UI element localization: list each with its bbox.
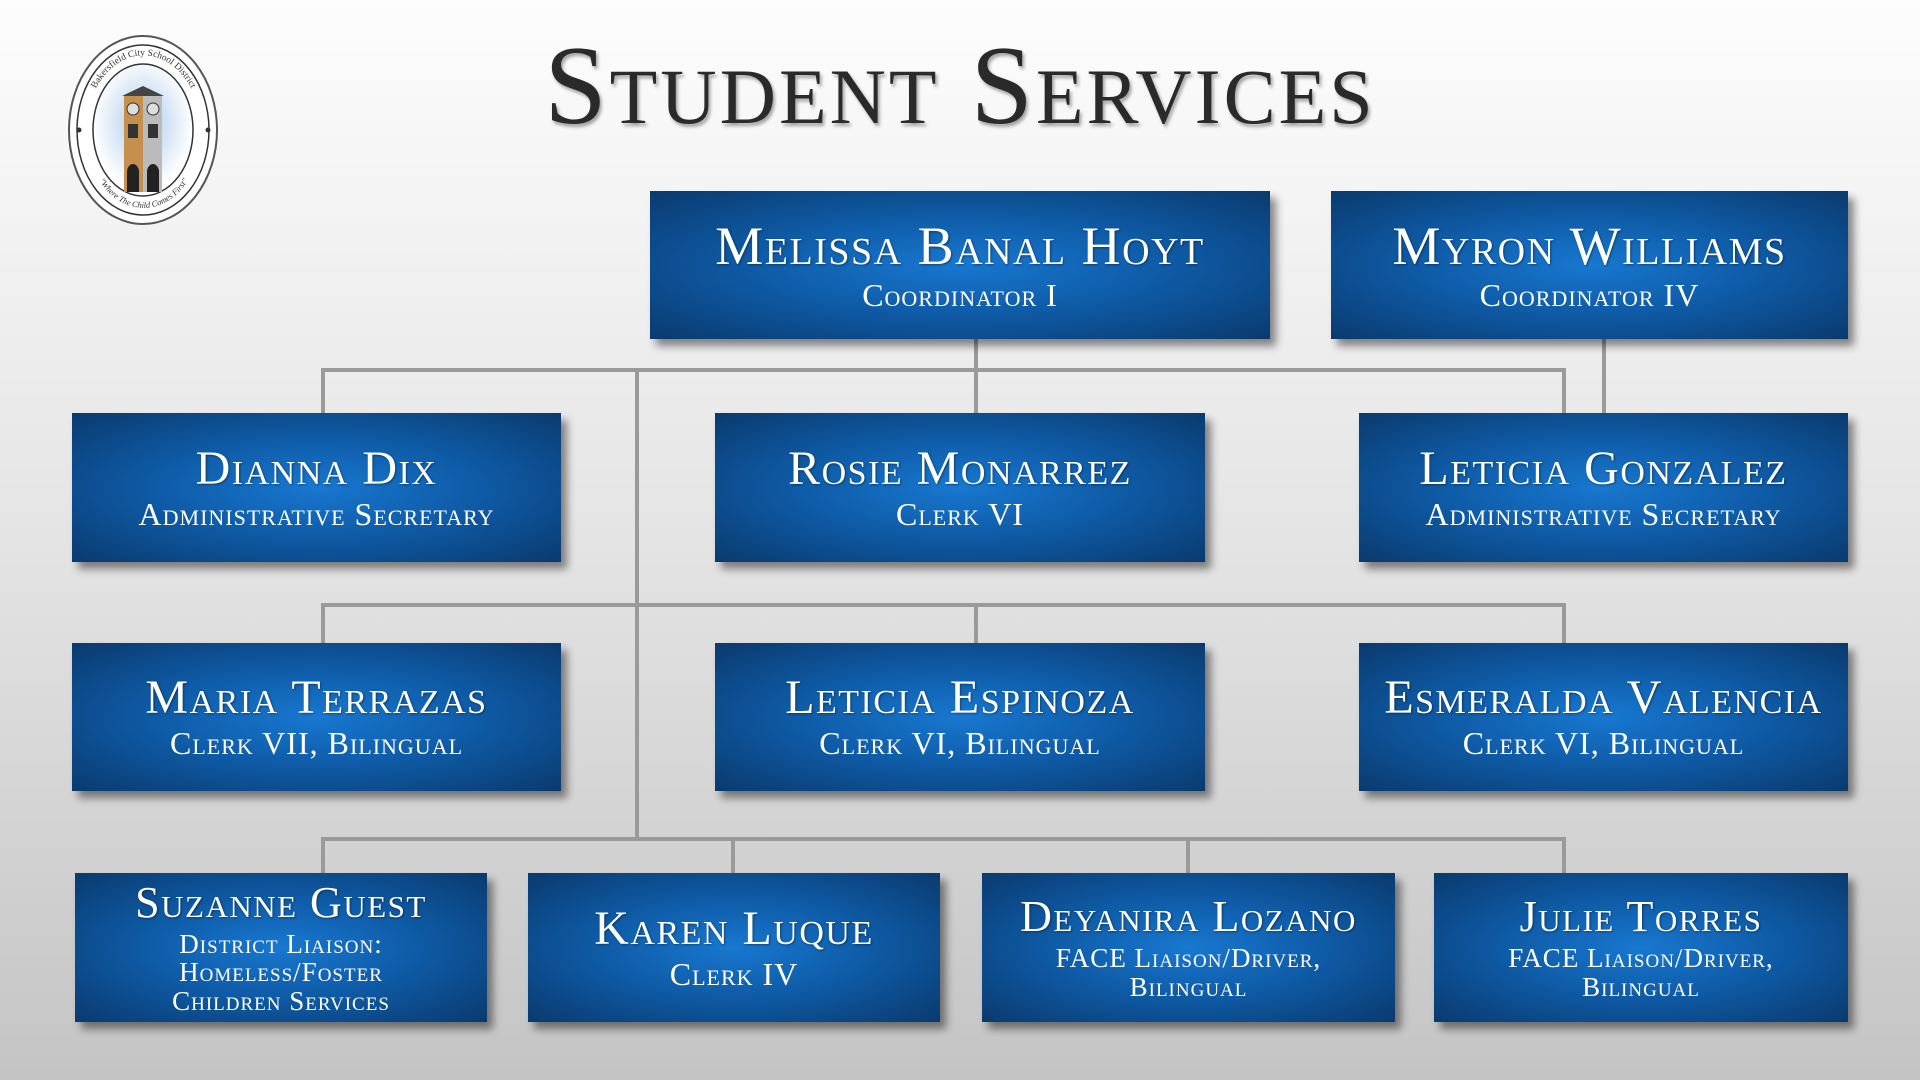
staff-card-leticia-espinoza: Leticia Espinoza Clerk VI, Bilingual [715, 643, 1205, 791]
staff-name: Leticia Gonzalez [1419, 441, 1788, 495]
staff-card-deyanira-lozano: Deyanira Lozano FACE Liaison/Driver, Bil… [982, 873, 1395, 1022]
connector [1562, 837, 1566, 873]
staff-role: Clerk VI, Bilingual [1462, 725, 1745, 762]
staff-role: Coordinator IV [1479, 276, 1700, 313]
staff-card-rosie-monarrez: Rosie Monarrez Clerk VI [715, 413, 1205, 562]
connector [1602, 339, 1606, 413]
staff-name: Dianna Dix [195, 441, 438, 495]
staff-role: FACE Liaison/Driver, [1508, 943, 1774, 974]
staff-name: Melissa Banal Hoyt [715, 215, 1205, 276]
connector [1562, 368, 1566, 413]
staff-name: Esmeralda Valencia [1384, 671, 1823, 724]
staff-name: Leticia Espinoza [785, 671, 1135, 724]
connector [974, 339, 978, 413]
staff-role: Clerk VII, Bilingual [169, 725, 464, 762]
staff-card-esmeralda-valencia: Esmeralda Valencia Clerk VI, Bilingual [1359, 643, 1848, 791]
staff-name: Maria Terrazas [145, 671, 488, 724]
connector [974, 603, 978, 643]
connector [321, 368, 325, 413]
staff-role: Administrative Secretary [1425, 495, 1782, 532]
district-seal-logo: Bakersfield City School District "Where … [68, 35, 218, 225]
staff-card-melissa-banal-hoyt: Melissa Banal Hoyt Coordinator I [650, 191, 1270, 339]
staff-role: Homeless/Foster [179, 957, 383, 988]
connector [1562, 603, 1566, 643]
staff-role: Clerk VI [896, 495, 1024, 532]
page-title: Student Services [544, 24, 1376, 148]
staff-role: Bilingual [1129, 971, 1248, 1002]
connector [321, 603, 1566, 607]
staff-card-karen-luque: Karen Luque Clerk IV [528, 873, 940, 1022]
connector [321, 837, 325, 873]
connector [731, 837, 735, 873]
staff-role: Administrative Secretary [138, 495, 495, 532]
staff-card-leticia-gonzalez: Leticia Gonzalez Administrative Secretar… [1359, 413, 1848, 562]
staff-card-suzanne-guest: Suzanne Guest District Liaison: Homeless… [75, 873, 487, 1022]
staff-name: Deyanira Lozano [1020, 892, 1357, 942]
staff-role: District Liaison: [179, 929, 383, 960]
staff-card-dianna-dix: Dianna Dix Administrative Secretary [72, 413, 561, 562]
staff-name: Karen Luque [594, 901, 874, 955]
staff-name: Rosie Monarrez [788, 441, 1132, 495]
staff-name: Julie Torres [1519, 892, 1763, 942]
staff-role: Children Services [172, 985, 390, 1016]
staff-name: Suzanne Guest [135, 877, 427, 927]
connector [321, 837, 1566, 841]
staff-card-julie-torres: Julie Torres FACE Liaison/Driver, Biling… [1434, 873, 1848, 1022]
staff-name: Myron Williams [1392, 215, 1787, 276]
staff-card-maria-terrazas: Maria Terrazas Clerk VII, Bilingual [72, 643, 561, 791]
connector [321, 368, 1566, 372]
staff-role: Bilingual [1582, 971, 1700, 1002]
staff-card-myron-williams: Myron Williams Coordinator IV [1331, 191, 1848, 339]
staff-role: Clerk IV [669, 955, 799, 992]
connector [1186, 837, 1190, 873]
staff-role: Clerk VI, Bilingual [819, 725, 1101, 762]
connector [321, 603, 325, 643]
staff-role: FACE Liaison/Driver, [1055, 943, 1322, 974]
staff-role: Coordinator I [862, 276, 1058, 313]
